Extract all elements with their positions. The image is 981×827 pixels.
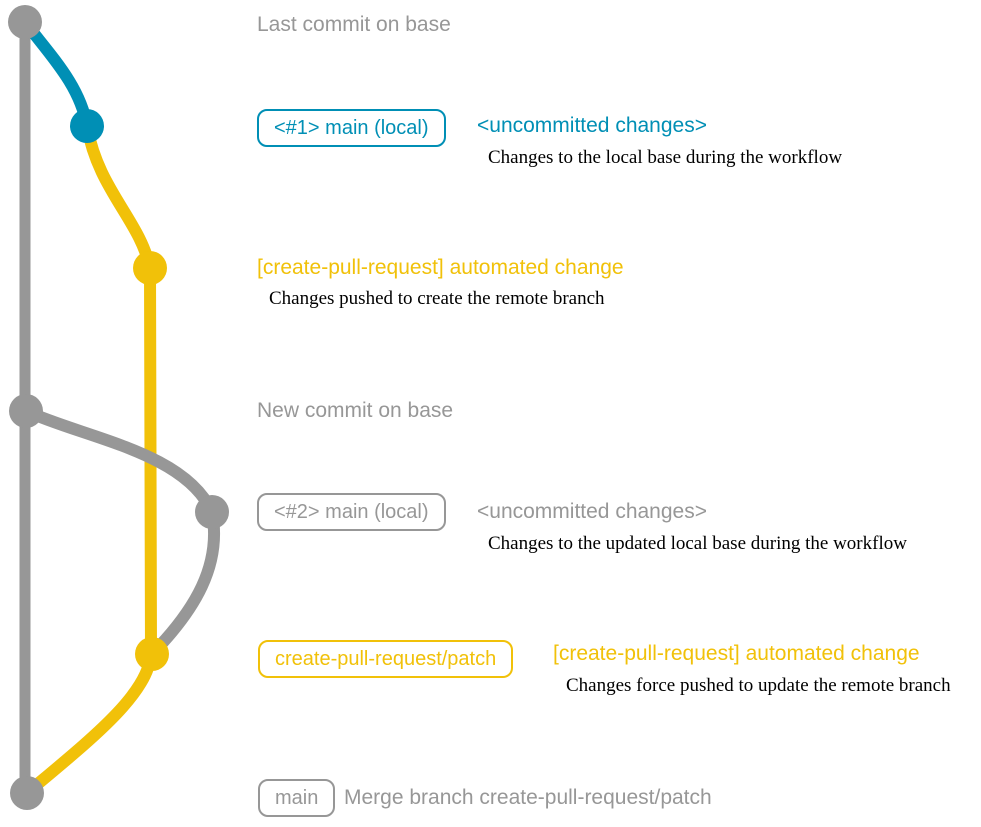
badge-main-local-1: <#1> main (local): [257, 109, 446, 147]
note-pushed-to-create-branch: Changes pushed to create the remote bran…: [269, 288, 605, 309]
label-new-commit-on-base: New commit on base: [257, 399, 454, 422]
label-merge-branch: Merge branch create-pull-request/patch: [344, 786, 712, 809]
label-automated-change-1: [create-pull-request] automated change: [257, 256, 624, 279]
note-updated-local-base-changes: Changes to the updated local base during…: [488, 533, 907, 554]
commit-dot-automated-change-2: [135, 637, 169, 671]
commit-dot-local-main-1: [70, 109, 104, 143]
local-main-branch-line-2: [20, 405, 221, 660]
label-automated-change-2: [create-pull-request] automated change: [553, 642, 920, 665]
note-local-base-changes: Changes to the local base during the wor…: [488, 147, 843, 168]
commit-dot-new-commit-on-base: [9, 394, 43, 428]
label-uncommitted-changes-2: <uncommitted changes>: [477, 500, 707, 523]
git-graph: [8, 5, 229, 810]
patch-branch-line: [21, 120, 158, 799]
badge-patch-branch: create-pull-request/patch: [258, 640, 514, 678]
commit-dot-merge-commit: [10, 776, 44, 810]
badge-main-local-2: <#2> main (local): [257, 493, 446, 531]
commit-dot-automated-change-1: [133, 251, 167, 285]
commit-dot-last-commit-on-base: [8, 5, 42, 39]
label-uncommitted-changes-1: <uncommitted changes>: [477, 114, 707, 137]
local-main-branch-line-1: [19, 16, 93, 132]
label-last-commit-on-base: Last commit on base: [257, 13, 451, 36]
commit-dot-local-main-2: [195, 495, 229, 529]
note-force-pushed-update-branch: Changes force pushed to update the remot…: [566, 675, 951, 696]
badge-main: main: [258, 779, 336, 817]
